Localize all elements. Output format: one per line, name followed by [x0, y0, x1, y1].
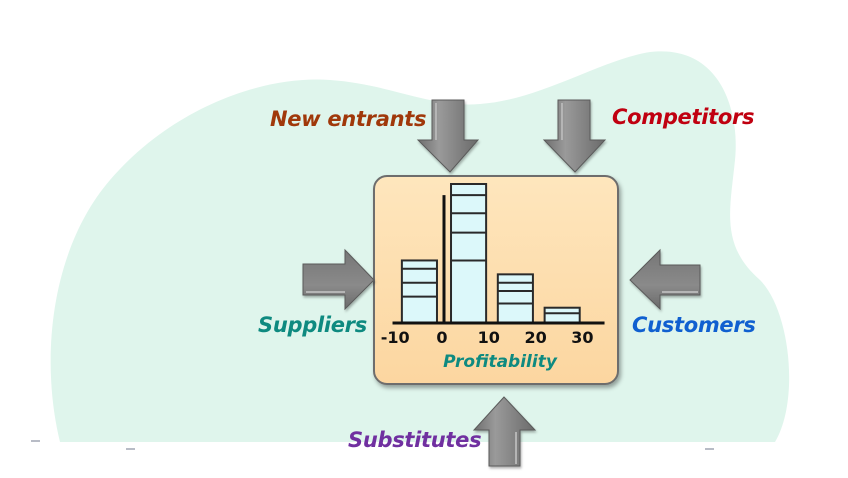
histogram-bar-1 [400, 259, 438, 325]
substitutes-label: Substitutes [348, 428, 482, 452]
suppliers-label: Suppliers [258, 313, 367, 337]
histogram-bar-4 [543, 306, 581, 324]
new-entrants-label: New entrants [270, 107, 427, 131]
x-tick-label: -10 [380, 328, 410, 347]
substitutes-arrow-icon [472, 396, 537, 467]
x-tick-label: 20 [524, 328, 547, 347]
competitors-label: Competitors [612, 105, 755, 129]
competitors-arrow-icon [542, 99, 607, 173]
new-entrants-arrow-icon [416, 99, 480, 173]
histogram-bar-3 [496, 273, 534, 325]
x-axis-label: Profitability [443, 352, 557, 372]
slide-mark [126, 448, 135, 450]
slide-mark [705, 448, 714, 450]
customers-label: Customers [632, 313, 756, 337]
profitability-histogram [392, 183, 605, 325]
x-tick-label: 30 [571, 328, 594, 347]
suppliers-arrow-icon [302, 248, 375, 311]
x-tick-label: 10 [477, 328, 500, 347]
histogram-bar-2 [450, 183, 488, 324]
x-tick-label: 0 [436, 328, 448, 347]
customers-arrow-icon [629, 248, 701, 311]
slide-mark [31, 440, 40, 442]
